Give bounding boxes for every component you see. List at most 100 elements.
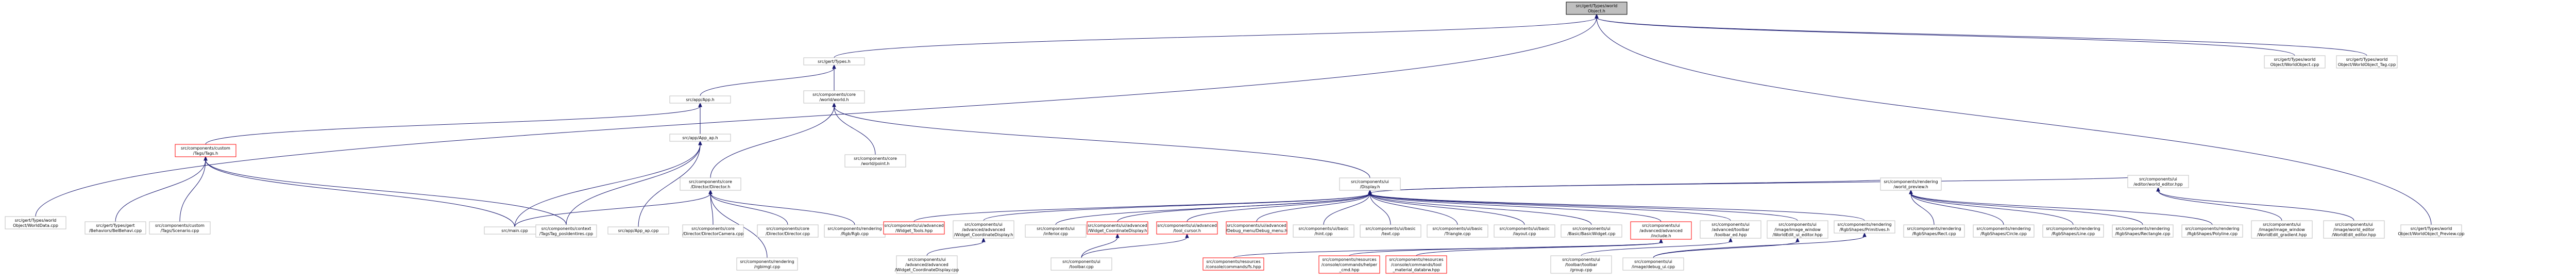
graph-node-n-include[interactable]: src/components/ui/advanced/advanced/incl… bbox=[1630, 221, 1692, 240]
graph-node-n-resources1[interactable]: src/components/resources/console/command… bbox=[1202, 257, 1264, 271]
node-label: src/gert/Types/world bbox=[2346, 57, 2388, 62]
node-label: /group.cpp bbox=[1570, 268, 1592, 272]
graph-node-n-rendering-pipe[interactable]: src/components/rendering/Rgb/Rgb.cpp bbox=[824, 224, 886, 238]
graph-node-n-inferior[interactable]: src/components/ui/inferior.cpp bbox=[1025, 224, 1087, 238]
graph-node-n-app-cpp[interactable]: src/app/App_ap.cpp bbox=[607, 226, 669, 235]
graph-node-n-layout[interactable]: src/components/ui/basic/layout.cpp bbox=[1494, 224, 1555, 238]
node-box bbox=[1050, 257, 1112, 271]
graph-node-n-rendering-cpp[interactable]: src/components/rendering/rgbimgl.cpp bbox=[736, 257, 798, 271]
graph-node-n-image-debug[interactable]: src/components/ui/image/debug_ui.cpp bbox=[1622, 257, 1684, 271]
graph-node-n-primitives[interactable]: src/components/rendering/RgbShapes/Primi… bbox=[1834, 220, 1895, 234]
node-box bbox=[5, 216, 66, 229]
node-label: /tool_cursor.h bbox=[1173, 228, 1201, 233]
node-label: /RgbShapes/Circle.cpp bbox=[1980, 232, 2027, 236]
node-label: /toolbar/toolbar bbox=[1565, 262, 1598, 267]
node-box bbox=[1973, 224, 2035, 238]
graph-node-n-coord-cpp[interactable]: src/components/ui/advanced/advanced/Widg… bbox=[895, 255, 959, 274]
graph-node-n-director-cpp[interactable]: src/components/core/Director/Director.cp… bbox=[757, 224, 819, 238]
graph-node-n-rect2[interactable]: src/components/rendering/RgbShapes/Recta… bbox=[2112, 224, 2174, 238]
graph-node-n-rect[interactable]: src/components/rendering/RgbShapes/Rect.… bbox=[1903, 224, 1965, 238]
node-label: src/components/ui/advanced bbox=[1227, 223, 1286, 228]
node-label: src/gert/Types/world bbox=[15, 218, 57, 223]
graph-node-n-coord-h[interactable]: src/components/ui/advanced/advanced/Widg… bbox=[953, 220, 1014, 239]
node-label: src/components/ui bbox=[1351, 179, 1389, 184]
dependency-edge bbox=[1910, 193, 1935, 225]
graph-node-n-worldpoint[interactable]: src/components/core/world/point.h bbox=[844, 154, 906, 168]
graph-node-n-worldedit-cpp[interactable]: src/components/ui/image/world_editor/Wor… bbox=[2323, 220, 2385, 239]
node-box bbox=[757, 224, 819, 238]
graph-node-n-custom[interactable]: src/components/custom/Tags/Tags.h bbox=[175, 144, 236, 157]
dependency-edge bbox=[1581, 241, 1731, 256]
graph-node-n-director[interactable]: src/components/core/Director/Director.h bbox=[680, 177, 741, 191]
edge-arrowhead bbox=[1728, 237, 1733, 242]
graph-node-n-widget-tools[interactable]: src/components/ui/advanced/Widget_Tools.… bbox=[883, 221, 945, 235]
node-label: src/components/core bbox=[854, 156, 897, 161]
graph-node-n-debug-menu[interactable]: src/components/ui/advanced/Debug_menu/De… bbox=[1226, 221, 1287, 235]
graph-node-n-app-h[interactable]: src/app/App_ap.h bbox=[669, 134, 731, 142]
graph-node-n-res-helper[interactable]: src/components/resources/console/command… bbox=[1318, 255, 1380, 274]
graph-node-n-gert-tags[interactable]: src/gert/Types/gert/Behaviors/BelBehavi.… bbox=[84, 221, 146, 235]
graph-node-n-primitive-lines[interactable]: src/components/rendering/RgbShapes/Polyl… bbox=[2181, 224, 2243, 238]
graph-node-n-circle[interactable]: src/components/rendering/RgbShapes/Circl… bbox=[1973, 224, 2035, 238]
dependency-edge bbox=[1055, 193, 1370, 225]
graph-node-n-line[interactable]: src/components/rendering/RgbShapes/Line.… bbox=[2042, 224, 2104, 238]
node-label: src/components/core bbox=[812, 92, 856, 97]
node-label: src/components/core bbox=[766, 226, 809, 231]
node-label: src/gert/Types/world bbox=[2274, 57, 2316, 62]
node-label: src/components/core bbox=[691, 226, 735, 231]
graph-node-n-preview-cpp[interactable]: src/gert/Types/worldObject/WorldObject_P… bbox=[2398, 224, 2465, 238]
graph-node-n-display[interactable]: src/components/ui/Display.h bbox=[1339, 177, 1401, 191]
graph-node-n-tags-pos[interactable]: src/components/context/TagsTag_posIdenti… bbox=[535, 224, 597, 238]
graph-node-n-basic-text[interactable]: src/components/ui/basic/text.cpp bbox=[1360, 224, 1421, 238]
graph-node-n-basicwidget[interactable]: src/components/ui/Basic/BasicWidget.cpp bbox=[1561, 224, 1622, 238]
graph-node-n-worldeditor[interactable]: src/components/ui/editor/world_editor.hp… bbox=[2127, 175, 2189, 188]
graph-node-n-tool-cursor[interactable]: src/components/ui/advanced/tool_cursor.h bbox=[1156, 221, 1218, 235]
graph-node-n-basic-hint[interactable]: src/components/ui/basic/hint.cpp bbox=[1293, 224, 1354, 238]
graph-node-n-director-cam[interactable]: src/components/core/Director/DirectorCam… bbox=[682, 224, 744, 238]
node-box bbox=[84, 221, 146, 235]
dependency-edge bbox=[1369, 193, 1731, 221]
graph-node-n-app[interactable]: src/app/App.h bbox=[669, 95, 731, 104]
dependency-edge bbox=[1369, 193, 1662, 222]
node-label: /WorldEdit_ui_editor.hpp bbox=[1773, 233, 1823, 237]
node-box bbox=[680, 177, 741, 191]
graph-node-n-worldObj-tag[interactable]: src/gert/Types/worldObject/WorldObject_T… bbox=[2336, 55, 2398, 69]
node-box bbox=[1550, 255, 1612, 274]
node-label: src/components/ui bbox=[1634, 259, 1672, 264]
graph-node-n-coord-disp[interactable]: src/components/ui/advanced/Widget_Coordi… bbox=[1087, 221, 1148, 235]
node-box bbox=[2042, 224, 2104, 238]
node-label: src/components/rendering bbox=[827, 226, 882, 231]
graph-node-n-toolbar-group[interactable]: src/components/ui/toolbar/toolbar/group.… bbox=[1550, 255, 1612, 274]
dependency-edge bbox=[1416, 242, 1662, 256]
node-box bbox=[1202, 257, 1264, 271]
graph-node-n-toolbar-cpp[interactable]: src/components/ui/toolbar.cpp bbox=[1050, 257, 1112, 271]
dependency-edge bbox=[1596, 17, 2295, 56]
dependency-edge bbox=[1256, 193, 1370, 222]
node-label: _material_databrw.hpp bbox=[1392, 268, 1439, 272]
node-box bbox=[1293, 224, 1354, 238]
node-box bbox=[607, 226, 669, 235]
graph-node-n-triangle[interactable]: src/components/ui/basic/Triangle.cpp bbox=[1427, 224, 1488, 238]
graph-node-n-types[interactable]: src/gert/Types.h bbox=[803, 57, 865, 65]
graph-node-n-world[interactable]: src/components/core/world/world.h bbox=[803, 90, 865, 104]
graph-node-n-custom-cpp[interactable]: src/components/custom/Tags/Scenario.cpp bbox=[149, 221, 211, 235]
graph-node-n-editor-window[interactable]: src/components/ui/image/image_window/Wor… bbox=[1767, 220, 1828, 239]
node-box bbox=[2127, 175, 2189, 188]
graph-node-n-gradient[interactable]: src/components/ui/image/image_window/Wor… bbox=[2251, 220, 2313, 239]
graph-node-n-res-tool[interactable]: src/components/resources/console/command… bbox=[1385, 255, 1447, 274]
graph-node-n-worldpreview[interactable]: src/components/rendering/world_preview.h bbox=[1880, 177, 1942, 191]
dependency-edge bbox=[1369, 193, 1391, 225]
graph-node-n-worldObj-cpp[interactable]: src/gert/Types/worldObject/WorldObject.c… bbox=[2264, 55, 2326, 69]
node-box bbox=[535, 224, 597, 238]
graph-node-n-main[interactable]: src/main.cpp bbox=[484, 226, 546, 235]
dependency-edge bbox=[1369, 193, 1458, 225]
edge-arrowhead bbox=[698, 140, 702, 145]
node-label: /advanced/advanced bbox=[1639, 228, 1683, 233]
node-label: Object/WorldObject.cpp bbox=[2270, 62, 2319, 67]
node-label: /layout.cpp bbox=[1513, 232, 1536, 236]
dependency-edge bbox=[834, 106, 1370, 178]
graph-node-n-toolbar[interactable]: src/components/ui/advanced/toolbar/toolb… bbox=[1700, 220, 1761, 239]
